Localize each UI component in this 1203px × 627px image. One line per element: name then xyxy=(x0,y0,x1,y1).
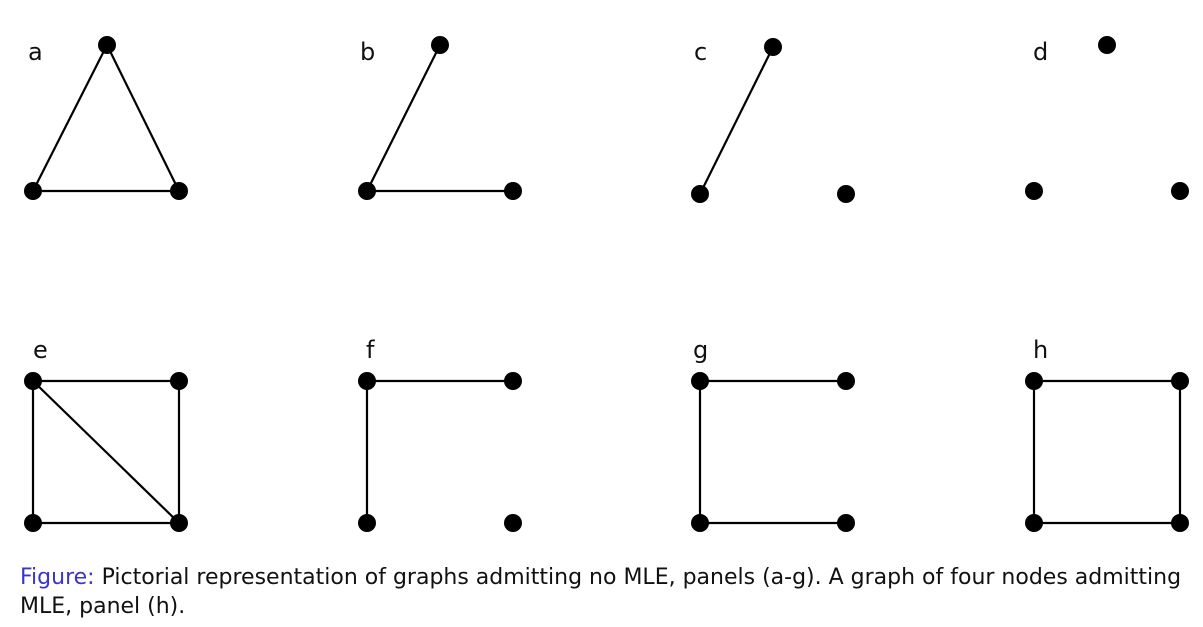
panel-label-e: e xyxy=(33,336,48,364)
panel-f: f xyxy=(358,336,522,532)
panel-label-c: c xyxy=(694,38,707,66)
edge-a-2 xyxy=(105,43,181,193)
node-e-4 xyxy=(170,514,188,532)
node-g-3 xyxy=(691,514,709,532)
node-b-1 xyxy=(431,36,449,54)
edge-c-1 xyxy=(698,45,775,196)
node-e-1 xyxy=(24,372,42,390)
panel-label-a: a xyxy=(28,38,43,66)
node-a-3 xyxy=(170,182,188,200)
panel-a: a xyxy=(24,36,188,200)
panel-label-d: d xyxy=(1033,38,1048,66)
node-f-1 xyxy=(358,372,376,390)
panel-label-h: h xyxy=(1033,336,1048,364)
panel-c: c xyxy=(691,38,855,203)
node-g-2 xyxy=(837,372,855,390)
node-f-4 xyxy=(504,514,522,532)
panel-h: h xyxy=(1025,336,1189,532)
edge-e-5 xyxy=(31,379,181,525)
panel-b: b xyxy=(358,36,522,200)
caption-label: Figure: xyxy=(20,565,95,590)
panel-label-b: b xyxy=(360,38,375,66)
node-c-2 xyxy=(691,185,709,203)
edge-a-1 xyxy=(31,43,109,193)
node-a-2 xyxy=(24,182,42,200)
node-d-3 xyxy=(1171,182,1189,200)
node-h-1 xyxy=(1025,372,1043,390)
panel-g: g xyxy=(691,336,855,532)
caption-text: Pictorial representation of graphs admit… xyxy=(20,565,1182,619)
node-h-2 xyxy=(1171,372,1189,390)
node-e-3 xyxy=(24,514,42,532)
node-e-2 xyxy=(170,372,188,390)
node-b-3 xyxy=(504,182,522,200)
node-a-1 xyxy=(98,36,116,54)
node-c-1 xyxy=(764,38,782,56)
node-c-3 xyxy=(837,185,855,203)
node-b-2 xyxy=(358,182,376,200)
panel-label-g: g xyxy=(693,336,708,364)
node-f-2 xyxy=(504,372,522,390)
node-g-4 xyxy=(837,514,855,532)
edge-b-1 xyxy=(365,43,442,193)
node-d-2 xyxy=(1025,182,1043,200)
node-g-1 xyxy=(691,372,709,390)
panel-e: e xyxy=(24,336,188,532)
node-h-3 xyxy=(1025,514,1043,532)
graph-panels-figure: a b c d e xyxy=(24,36,1189,532)
figure-caption: Figure: Pictorial representation of grap… xyxy=(20,563,1190,621)
node-h-4 xyxy=(1171,514,1189,532)
node-f-3 xyxy=(358,514,376,532)
panel-label-f: f xyxy=(366,336,375,364)
panel-d: d xyxy=(1025,36,1189,200)
node-d-1 xyxy=(1098,36,1116,54)
